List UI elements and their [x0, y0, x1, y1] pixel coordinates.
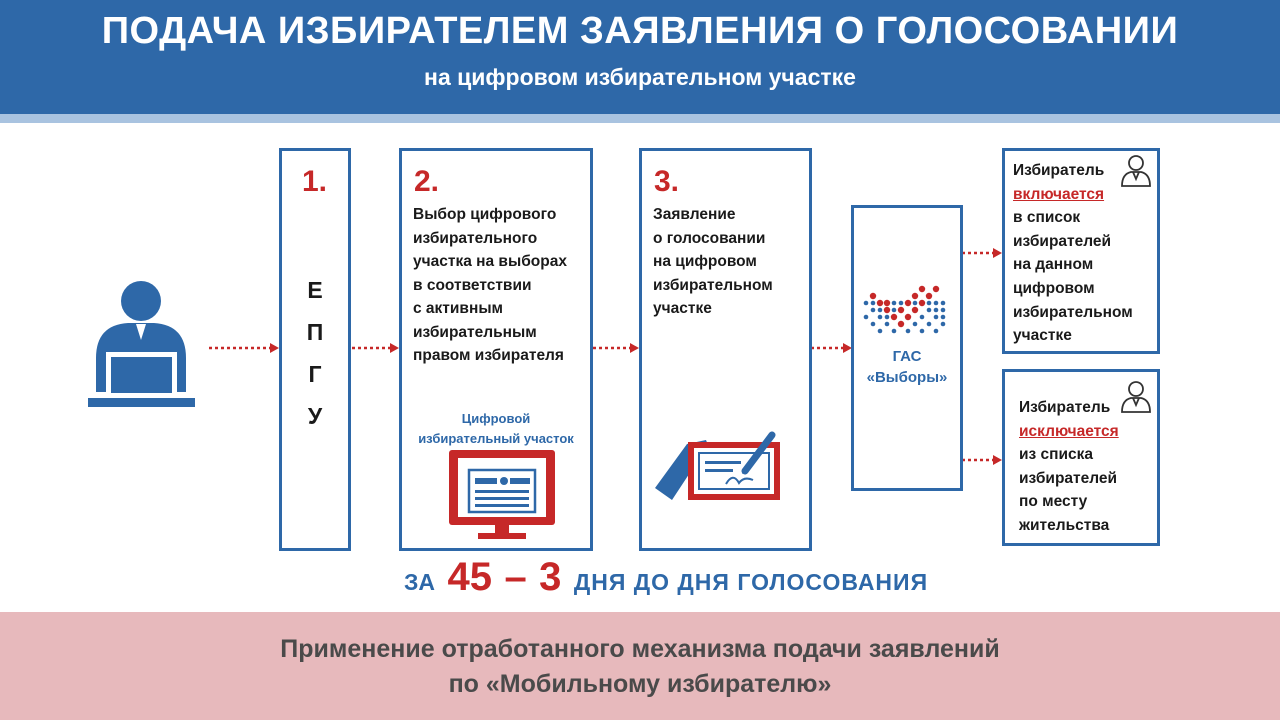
- gas-vybory-label: ГАС «Выборы»: [866, 348, 948, 386]
- deadline-text: ЗА 45 – 3 ДНЯ ДО ДНЯ ГОЛОСОВАНИЯ: [404, 555, 927, 605]
- epgu-letter-3: Г: [308, 361, 322, 387]
- step-1-number: 1.: [302, 165, 328, 198]
- footer-banner: [0, 612, 1280, 720]
- included-highlight: включается: [1013, 185, 1105, 203]
- step-2-number: 2.: [414, 165, 440, 198]
- gas-vybory-box: [851, 205, 963, 491]
- step-3-text: Заявление о голосовании на цифровом изби…: [653, 206, 773, 317]
- step-1-epgu-box: 1. Е П Г У: [279, 148, 351, 551]
- epgu-letter-2: П: [306, 319, 324, 345]
- step-3-number: 3.: [654, 165, 680, 198]
- deadline-dash: –: [504, 555, 527, 599]
- header-banner: [0, 0, 1280, 114]
- person-icon: [1121, 155, 1151, 187]
- deadline-prefix: ЗА: [404, 569, 436, 595]
- person-icon: [1121, 381, 1151, 413]
- excluded-highlight: исключается: [1019, 422, 1119, 440]
- outcome-included-box: Избиратель включается в список избирател…: [1002, 148, 1160, 354]
- epgu-letter-4: У: [307, 403, 323, 429]
- deadline-from: 45: [447, 555, 492, 599]
- page-title: ПОДАЧА ИЗБИРАТЕЛЕМ ЗАЯВЛЕНИЯ О ГОЛОСОВАН…: [101, 10, 1179, 52]
- footer-text: Применение отработанного механизма подач…: [280, 635, 1000, 698]
- digital-precinct-caption: Цифровой избирательный участок: [418, 411, 574, 446]
- step-2-text: Выбор цифрового избирательного участка н…: [413, 206, 567, 364]
- deadline-to: 3: [539, 555, 562, 599]
- outcome-included-text: Избиратель включается в список избирател…: [1013, 162, 1133, 345]
- header-stripe: [0, 114, 1280, 123]
- epgu-letter-1: Е: [307, 277, 323, 303]
- page-subtitle: на цифровом избирательном участке: [424, 64, 856, 90]
- deadline-suffix: ДНЯ ДО ДНЯ ГОЛОСОВАНИЯ: [573, 569, 929, 595]
- outcome-excluded-text: Избиратель исключается из списка избират…: [1019, 399, 1119, 534]
